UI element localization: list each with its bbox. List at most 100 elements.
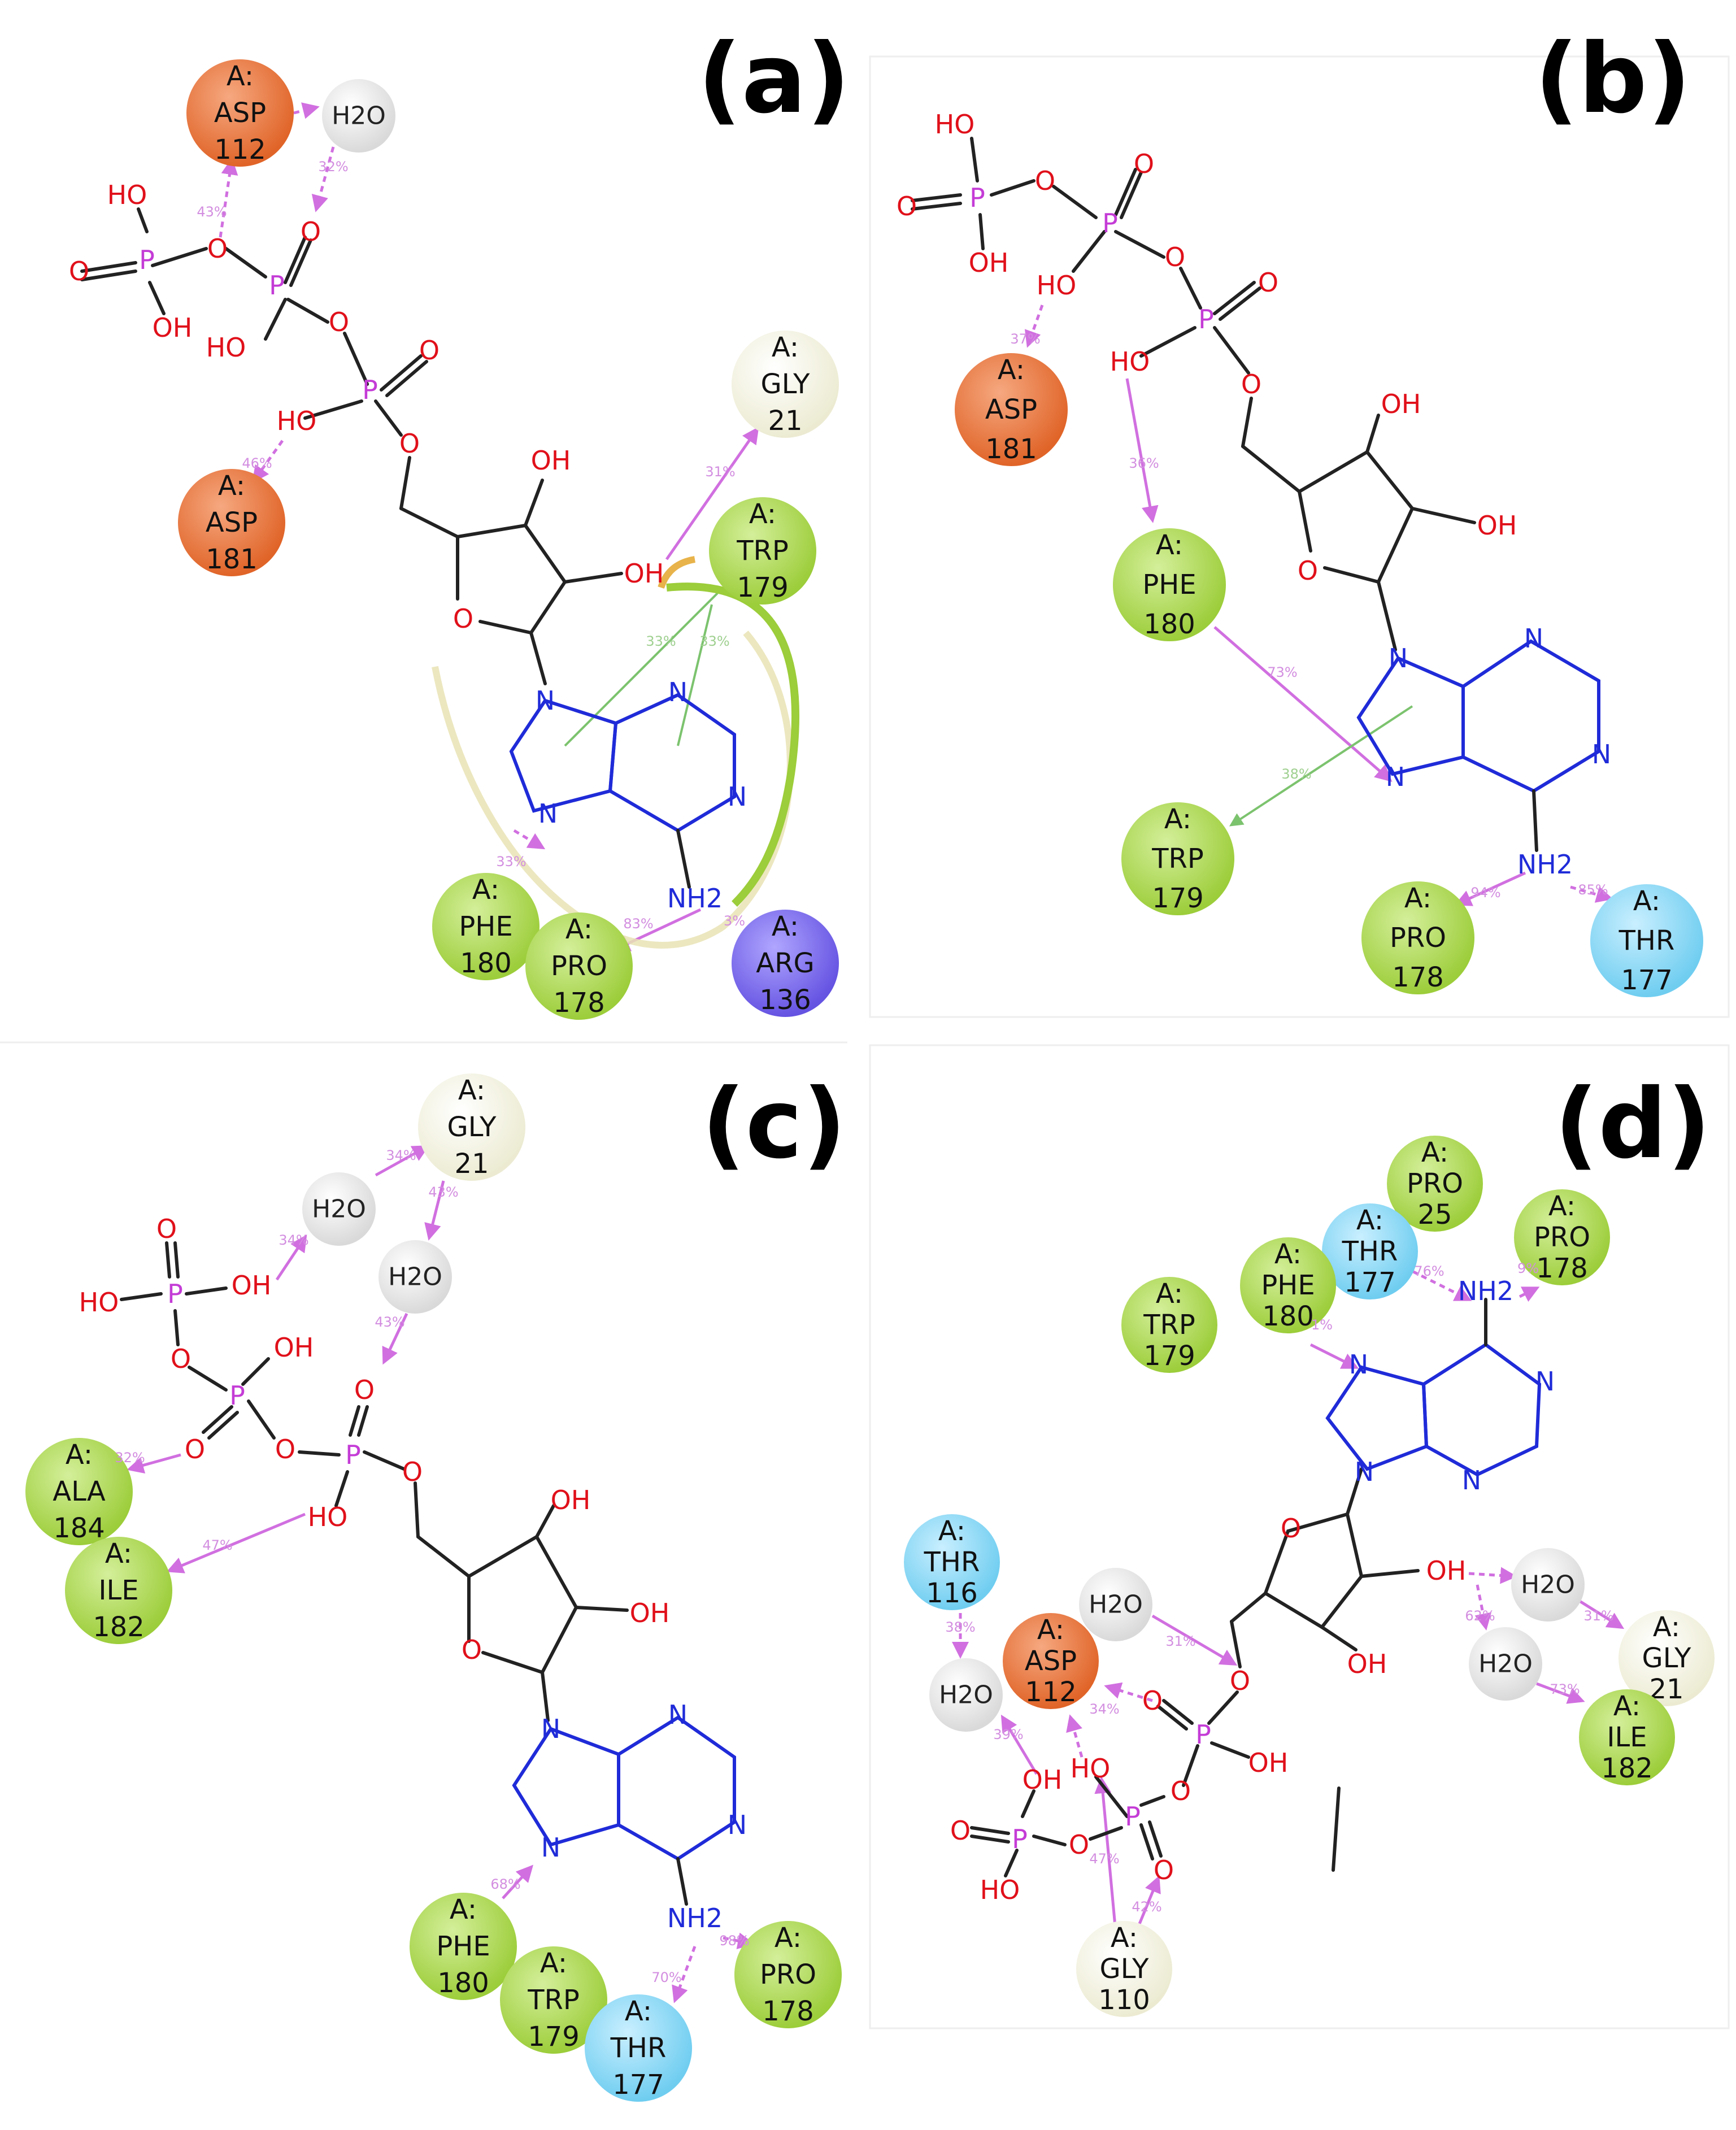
- bond: [1182, 1744, 1199, 1787]
- occupancy-label: 46%: [242, 455, 272, 471]
- atoms-d: NH2 N N N N O OH OH O P O OH O P HO O O …: [950, 1276, 1555, 1905]
- svg-text:A:: A:: [1613, 1690, 1641, 1722]
- pi-stack-line: [677, 604, 713, 746]
- residue-pro-178: A: PRO 178: [734, 1921, 842, 2028]
- pyrimidine-ring: [1461, 639, 1600, 793]
- atom-p: P: [1102, 208, 1118, 238]
- svg-text:A:: A:: [1274, 1238, 1302, 1270]
- occupancy-label: 38%: [945, 1619, 975, 1635]
- svg-text:A:: A:: [450, 1894, 477, 1925]
- svg-text:A:: A:: [66, 1439, 93, 1471]
- bond: [1032, 1835, 1067, 1846]
- svg-text:THR: THR: [1342, 1236, 1398, 1267]
- atom-oh: OH: [232, 1270, 272, 1301]
- residue-trp-179: A: TRP 179: [500, 1946, 607, 2054]
- atom-o: O: [301, 216, 321, 247]
- water-a: H2O: [322, 79, 395, 153]
- occupancy-label: 34%: [386, 1147, 416, 1163]
- atom-n: N: [1524, 623, 1543, 654]
- bond: [1156, 1705, 1188, 1731]
- svg-text:A:: A:: [1156, 529, 1183, 561]
- hbond-line: [293, 102, 320, 119]
- atom-n: N: [1355, 1457, 1374, 1487]
- residue-ile-182: A: ILE 182: [1579, 1689, 1675, 1785]
- bond: [1210, 1741, 1250, 1759]
- water-label: H2O: [332, 102, 386, 131]
- atom-o: O: [1281, 1513, 1301, 1544]
- percentages-b: 37% 36% 73% 38% 94% 85%: [1010, 331, 1608, 901]
- atom-o: O: [171, 1344, 191, 1374]
- residue-phe-180: A: PHE 180: [410, 1893, 517, 2000]
- svg-text:A:: A:: [458, 1075, 485, 1106]
- bond: [1241, 397, 1253, 448]
- hbond-line: [1519, 1286, 1540, 1302]
- hbond-line: [1213, 626, 1393, 782]
- occupancy-label: 43%: [197, 204, 227, 220]
- svg-text:A:: A:: [938, 1515, 965, 1547]
- atom-o: O: [1035, 166, 1055, 196]
- hbond-line: [311, 146, 335, 212]
- bond: [1148, 1820, 1163, 1858]
- bond: [1094, 1775, 1129, 1818]
- ring-bonds-d: [970, 1298, 1542, 1877]
- panel-frames: [0, 55, 1730, 2029]
- atom-o: O: [399, 428, 420, 459]
- atom-n: N: [1349, 1349, 1368, 1380]
- bond: [1207, 1690, 1239, 1725]
- pi-stack-line: [1229, 705, 1413, 827]
- water-d: H2O H2O H2O H2O: [929, 1548, 1585, 1732]
- svg-text:TRP: TRP: [527, 1984, 580, 2016]
- atoms-a: HO O P O OH P O HO O P O HO O OH OH O N …: [69, 180, 747, 914]
- bond: [173, 1309, 180, 1346]
- atom-n: N: [728, 1810, 747, 1840]
- atom-n: N: [728, 781, 747, 812]
- atom-n: N: [1462, 1465, 1481, 1496]
- bonds-b: [911, 137, 1476, 651]
- atom-oh: OH: [1426, 1555, 1467, 1586]
- atom-n: N: [1386, 762, 1405, 792]
- bond: [978, 213, 985, 250]
- interactions-c: [127, 1145, 755, 2003]
- svg-text:THR: THR: [924, 1546, 980, 1578]
- bond: [563, 572, 623, 584]
- residue-thr-177: A: THR 177: [1590, 884, 1703, 997]
- interactions-d: [952, 1270, 1625, 1933]
- bond: [374, 399, 403, 437]
- svg-text:179: 179: [737, 572, 789, 603]
- water-molecule: [1511, 1548, 1585, 1622]
- atom-o: O: [207, 233, 228, 264]
- atom-p: P: [269, 270, 285, 301]
- svg-text:A:: A:: [772, 911, 799, 942]
- bond: [1120, 171, 1143, 219]
- svg-text:178: 178: [1536, 1253, 1588, 1284]
- bond: [207, 1411, 239, 1440]
- bond: [1298, 490, 1312, 553]
- atom-p: P: [139, 245, 155, 275]
- svg-text:A:: A:: [1111, 1922, 1138, 1954]
- svg-text:21: 21: [454, 1148, 489, 1180]
- hbond-line: [375, 1145, 430, 1177]
- atom-n: N: [536, 685, 555, 716]
- svg-text:PRO: PRO: [1390, 922, 1446, 954]
- svg-text:179: 179: [528, 2021, 580, 2053]
- occupancy-label: 39%: [993, 1727, 1023, 1742]
- bond: [456, 524, 527, 538]
- water-c: H2O H2O: [302, 1172, 452, 1314]
- bond: [247, 1399, 276, 1440]
- bond: [676, 1857, 688, 1906]
- hbond-line: [1536, 1682, 1585, 1704]
- occupancy-label: 34%: [1089, 1701, 1119, 1717]
- svg-text:A:: A:: [775, 1922, 802, 1954]
- water-molecule: [322, 79, 395, 153]
- svg-text:116: 116: [926, 1577, 978, 1609]
- atom-oh: OH: [969, 247, 1009, 278]
- residue-gly-21: A: GLY 21: [1618, 1610, 1715, 1706]
- residue-thr-177: A: THR 177: [585, 1994, 692, 2102]
- bonds-a: [80, 207, 623, 685]
- svg-text:ALA: ALA: [53, 1476, 106, 1507]
- bond: [1241, 445, 1301, 493]
- svg-text:TRP: TRP: [1151, 843, 1204, 875]
- bond: [241, 1357, 270, 1386]
- bond: [575, 1606, 629, 1612]
